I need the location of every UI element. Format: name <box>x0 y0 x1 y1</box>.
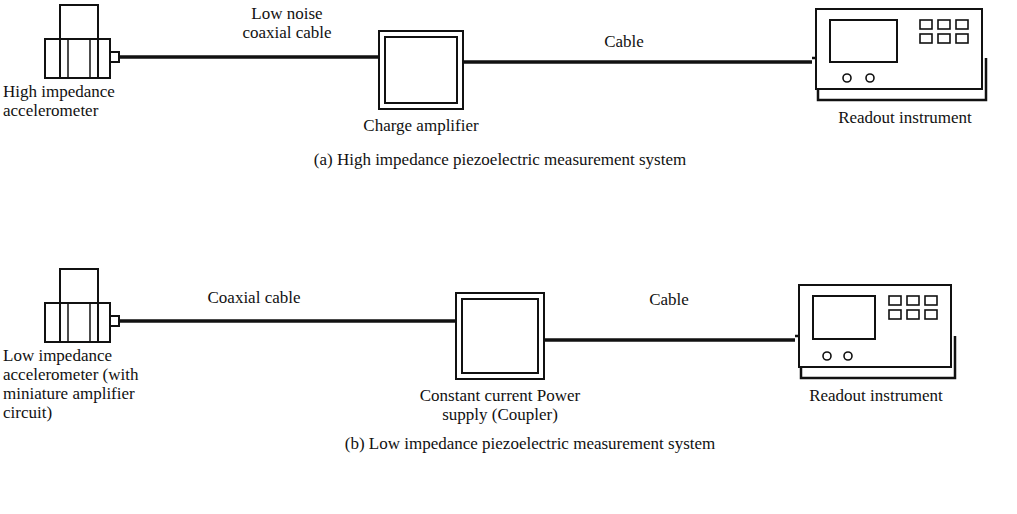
node-label: Constant current Power supply (Coupler) <box>400 386 600 424</box>
cable <box>464 60 812 64</box>
accel-drawing <box>44 4 120 80</box>
cable-label: Coaxial cable <box>192 288 316 307</box>
cable-label: Low noise coaxial cable <box>230 4 344 42</box>
node-label: Charge amplifier <box>341 116 501 135</box>
node-label: High impedance accelerometer <box>3 82 128 120</box>
accelerometer: High impedance accelerometer <box>44 4 120 80</box>
cable <box>545 338 795 342</box>
readout-instrument: Readout instrument <box>812 8 988 102</box>
amp-drawing <box>455 292 545 380</box>
cable-label: Cable <box>632 290 706 309</box>
figure-caption: (b) Low impedance piezoelectric measurem… <box>345 434 716 454</box>
power-coupler: Constant current Power supply (Coupler) <box>455 292 545 380</box>
readout-instrument: Readout instrument <box>795 284 957 380</box>
cable <box>120 55 378 59</box>
node-label: Readout instrument <box>820 108 990 127</box>
accelerometer: Low impedance accelerometer (with miniat… <box>44 268 120 344</box>
readout-drawing <box>795 284 957 380</box>
readout-drawing <box>812 8 988 102</box>
amp-drawing <box>378 30 464 110</box>
figure-caption: (a) High impedance piezoelectric measure… <box>314 150 686 170</box>
cable-label: Cable <box>587 32 661 51</box>
accel-drawing <box>44 268 120 344</box>
cable <box>120 319 455 323</box>
charge-amplifier: Charge amplifier <box>378 30 464 110</box>
node-label: Low impedance accelerometer (with miniat… <box>3 346 173 422</box>
node-label: Readout instrument <box>789 386 963 405</box>
